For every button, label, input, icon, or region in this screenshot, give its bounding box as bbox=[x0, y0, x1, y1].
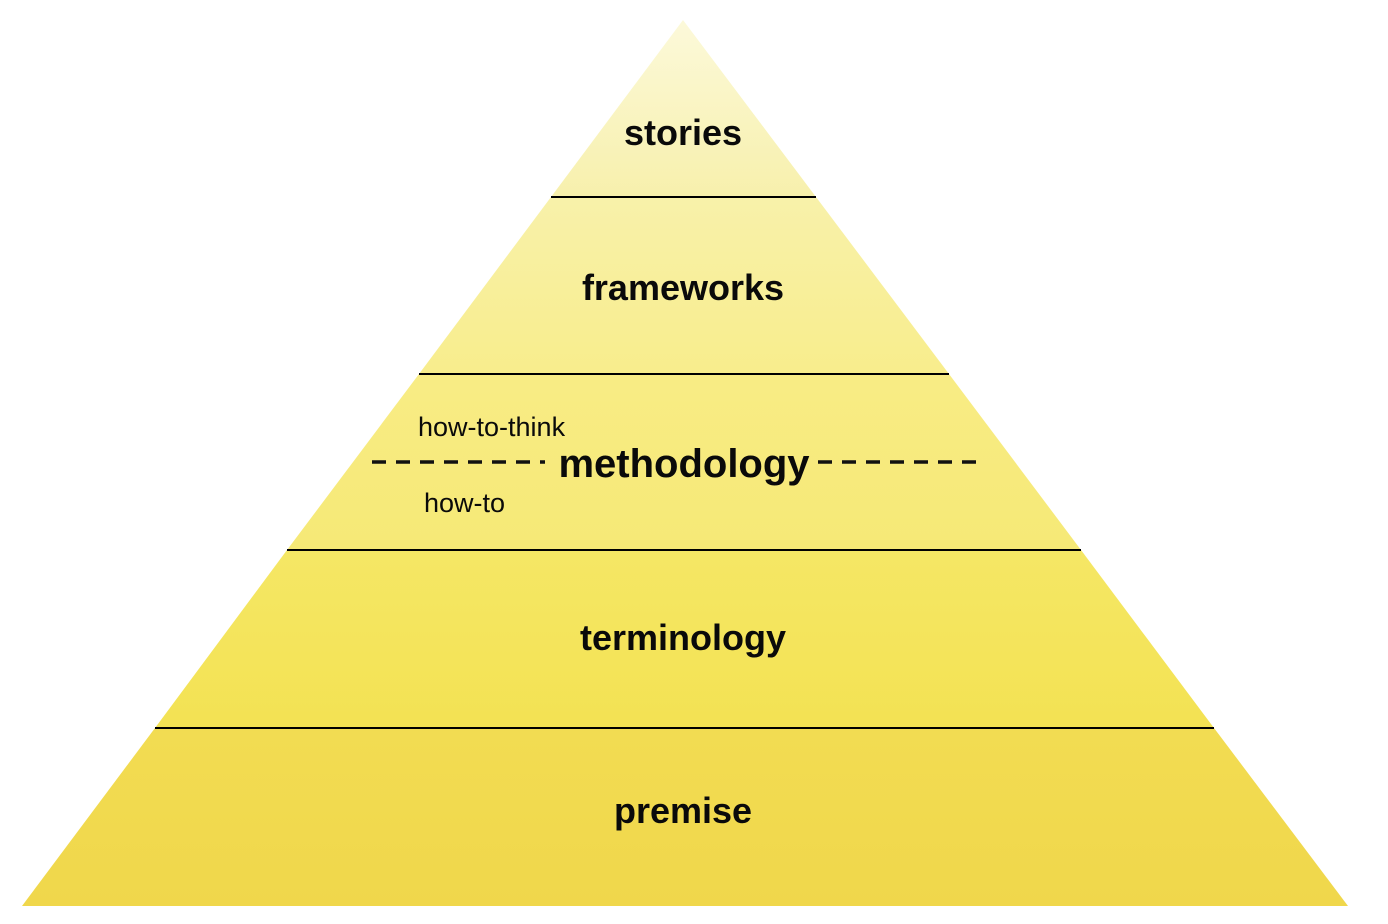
layer-methodology-shape bbox=[287, 374, 1081, 550]
layer-frameworks-shape bbox=[419, 197, 949, 374]
layer-terminology-shape bbox=[155, 550, 1214, 728]
layer-terminology-label: terminology bbox=[580, 617, 786, 658]
layer-premise-shape bbox=[22, 728, 1348, 906]
annotation-how-to-think: how-to-think bbox=[418, 412, 566, 442]
layer-methodology-label: methodology bbox=[558, 442, 810, 486]
layer-frameworks-label: frameworks bbox=[582, 267, 784, 308]
layer-stories-shape bbox=[551, 20, 816, 197]
layer-premise-label: premise bbox=[614, 790, 752, 831]
layer-stories-label: stories bbox=[624, 112, 742, 153]
annotation-how-to: how-to bbox=[424, 488, 505, 518]
